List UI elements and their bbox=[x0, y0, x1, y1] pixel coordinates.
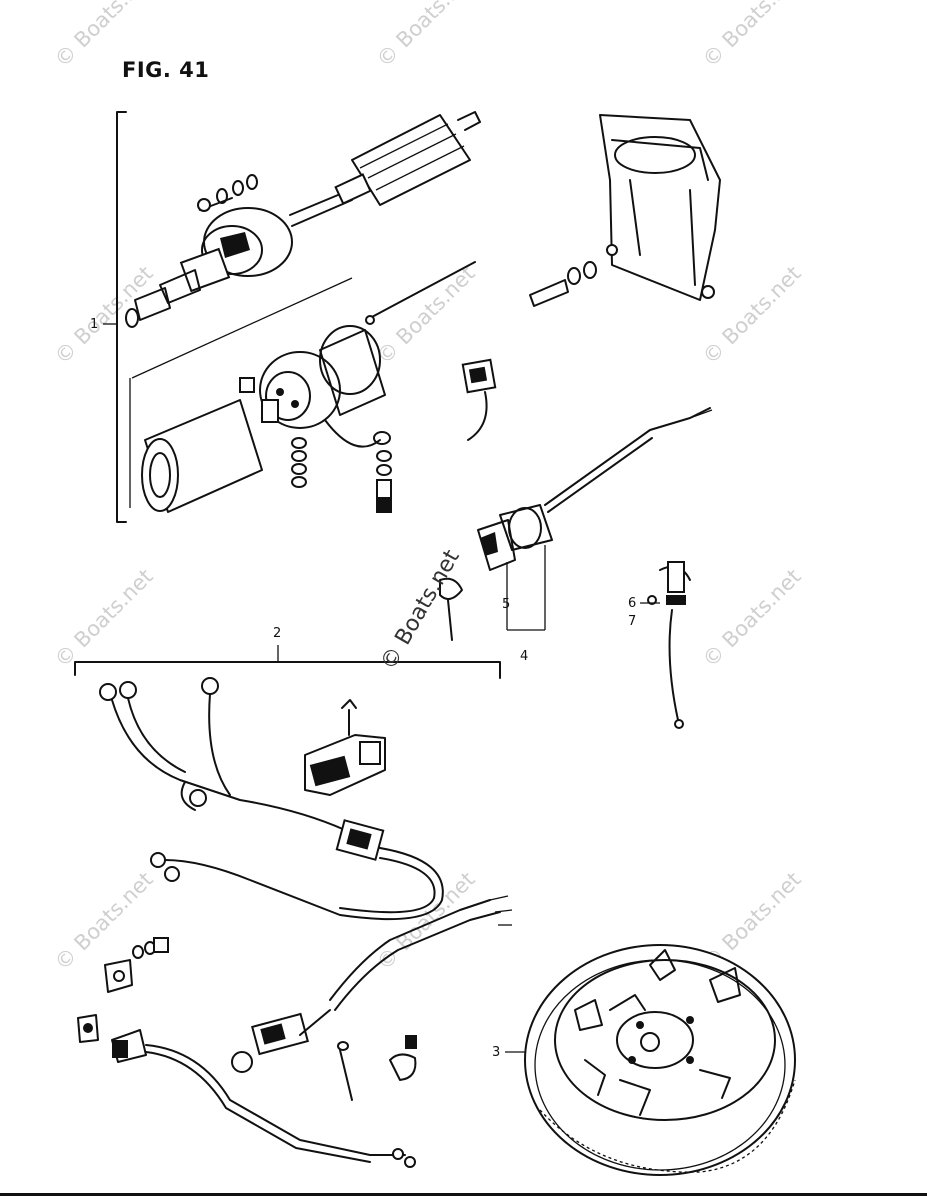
ignition-coil-module bbox=[304, 699, 386, 796]
callout-7: 7 bbox=[628, 614, 637, 629]
starter-relay bbox=[461, 358, 497, 441]
callout-3: 3 bbox=[492, 1045, 501, 1060]
bottom-rule bbox=[0, 1193, 927, 1196]
starter-drive-end bbox=[125, 207, 293, 328]
coil-assembly bbox=[439, 407, 713, 641]
group-2-bracket bbox=[74, 645, 501, 679]
starter-yoke bbox=[141, 325, 391, 513]
starter-armature bbox=[289, 111, 481, 227]
starter-terminal-hardware bbox=[239, 377, 392, 513]
small-hardware bbox=[77, 937, 417, 1101]
callout-6: 6 bbox=[628, 596, 637, 611]
callout-5: 5 bbox=[502, 597, 511, 612]
flywheel bbox=[505, 944, 796, 1176]
starter-bolts bbox=[197, 174, 476, 325]
group-1-bracket bbox=[103, 111, 353, 523]
callout-4: 4 bbox=[520, 649, 529, 664]
callout-2: 2 bbox=[273, 626, 282, 641]
figure-title: FIG. 41 bbox=[122, 58, 210, 82]
wiring-harness-main bbox=[99, 677, 385, 861]
sensor-with-lead bbox=[640, 561, 691, 729]
wiring-harness-loop bbox=[150, 847, 444, 921]
callout-1: 1 bbox=[90, 317, 99, 332]
stop-switch-with-lead bbox=[111, 1029, 416, 1168]
starter-mounting-bracket bbox=[529, 114, 721, 307]
switch-harness bbox=[231, 895, 513, 1073]
